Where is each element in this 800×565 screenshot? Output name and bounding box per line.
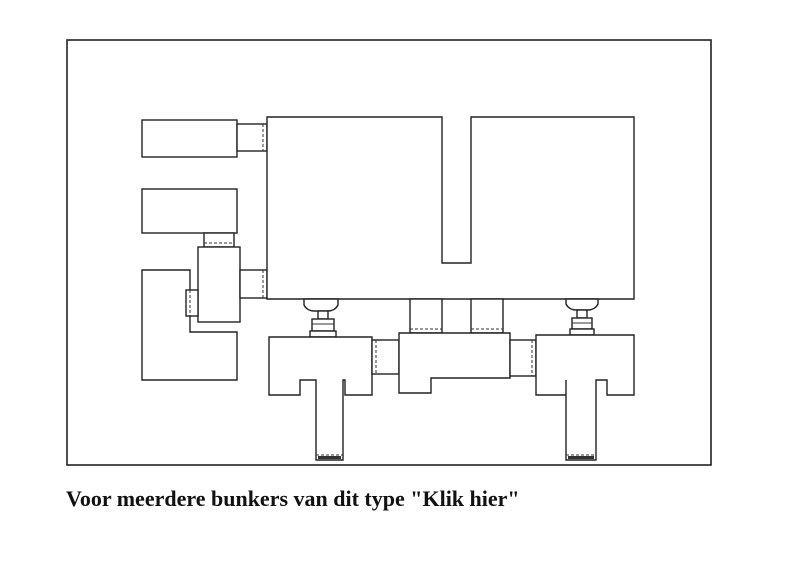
top-left-room <box>141 119 238 158</box>
right-mount-neck <box>565 298 599 311</box>
middle-left-room <box>141 188 238 234</box>
center-lower-room <box>398 332 511 394</box>
plan-frame <box>66 39 712 466</box>
lower-right-t-exit-mark <box>568 456 594 459</box>
right-mount-stem <box>576 309 588 319</box>
left-mount-footing <box>309 330 337 338</box>
top-left-corridor <box>236 123 268 152</box>
main-hall <box>266 116 635 300</box>
lower-left-l-connector <box>185 289 199 317</box>
center-right-connector <box>470 298 504 334</box>
middle-left-connector <box>203 232 235 248</box>
left-mount-neck <box>303 298 339 312</box>
left-mount-stem <box>317 310 329 320</box>
lower-left-t-room <box>268 336 373 461</box>
lower-left-t-exit-mark <box>318 456 341 459</box>
left-vestibule <box>197 246 241 323</box>
lower-left-l-room <box>141 269 238 381</box>
right-mount-footing <box>569 328 595 336</box>
left-vestibule-passage <box>239 269 268 299</box>
more-bunkers-link[interactable]: Voor meerdere bunkers van dit type "Klik… <box>66 486 520 511</box>
lower-right-t-room <box>535 334 635 461</box>
left-mount-base <box>311 318 335 332</box>
center-left-connector <box>409 298 443 334</box>
